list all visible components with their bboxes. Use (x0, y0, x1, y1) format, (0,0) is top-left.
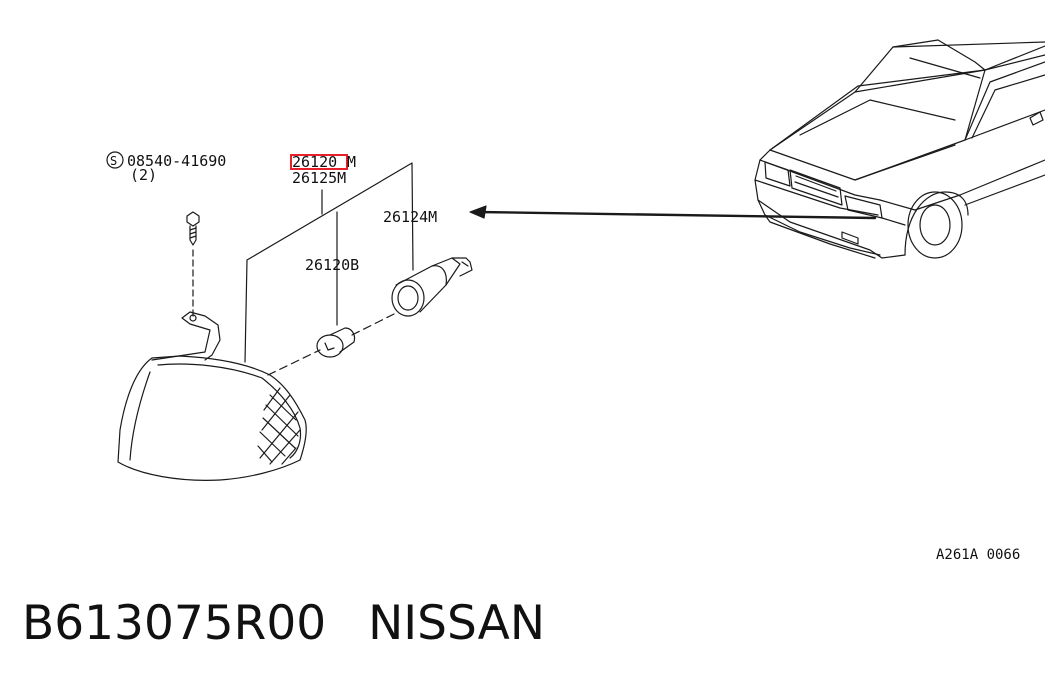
lamp-assembly-suffix: M (347, 153, 356, 171)
bulb-icon (316, 327, 356, 358)
screw-part-number: 08540-41690 (127, 152, 226, 170)
assembly-axis-2 (351, 311, 399, 336)
screw-symbol-letter: S (110, 154, 117, 168)
screw-quantity: (2) (130, 166, 157, 184)
footer-brand: NISSAN (368, 596, 545, 651)
socket-part-number: 26124M (383, 208, 437, 226)
leader-lines (244, 162, 414, 363)
assembly-axis (267, 349, 321, 376)
lamp-assembly-alt-part-number: 26125M (292, 169, 346, 187)
screw-symbol-circle (106, 151, 124, 169)
socket-icon (391, 257, 473, 317)
highlight-box (290, 154, 348, 170)
bulb-part-number: 26120B (305, 256, 359, 274)
lamp-assembly-part-number: 26120 (292, 153, 337, 171)
footer: B613075R00 NISSAN (22, 596, 545, 651)
screw-icon (186, 211, 200, 319)
reference-code: A261A 0066 (936, 547, 1020, 563)
lamp-assembly-icon (117, 311, 307, 481)
footer-part-number: B613075R00 (22, 596, 327, 651)
location-arrow (469, 205, 877, 220)
car-illustration (754, 39, 1045, 259)
